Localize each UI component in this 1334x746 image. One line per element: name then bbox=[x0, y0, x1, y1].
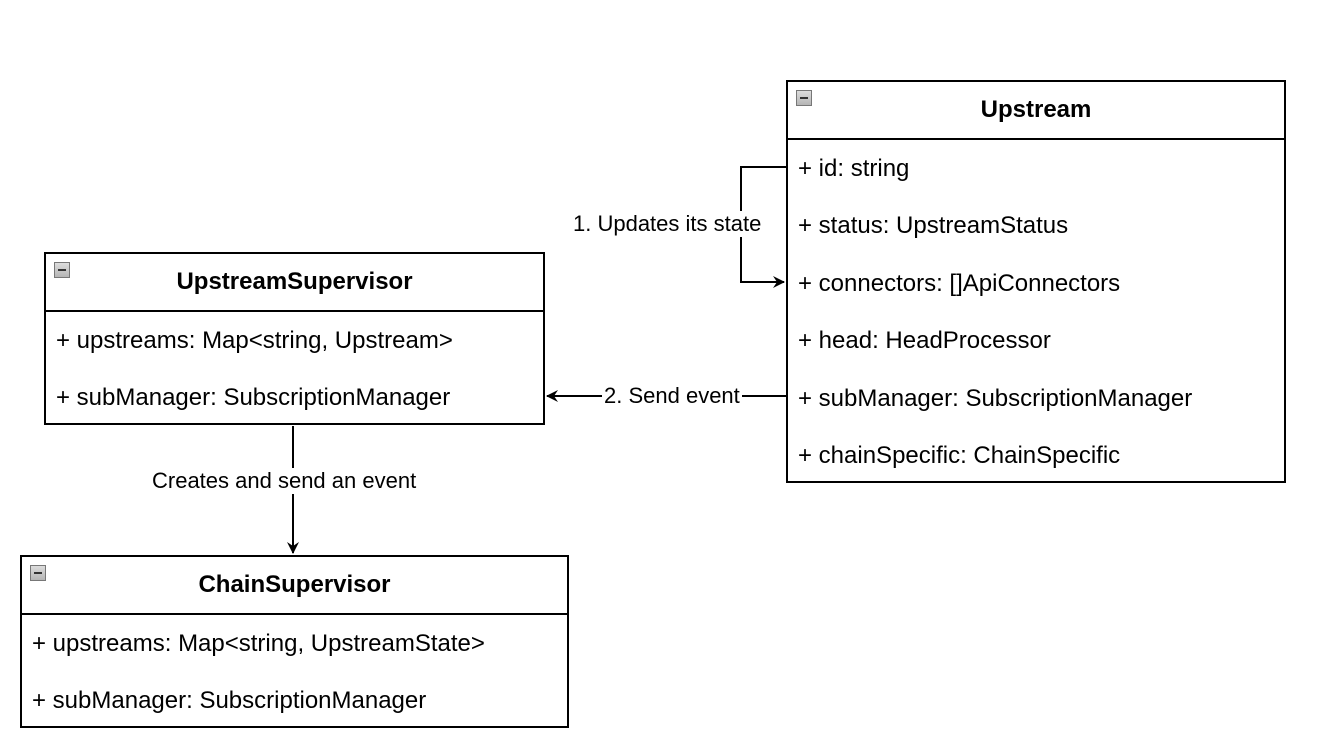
class-upstream-supervisor[interactable]: UpstreamSupervisor + upstreams: Map<stri… bbox=[44, 252, 545, 425]
field-submanager: + subManager: SubscriptionManager bbox=[56, 384, 451, 412]
edge-label-send-event: 2. Send event bbox=[602, 383, 742, 409]
class-upstream-supervisor-title: UpstreamSupervisor bbox=[176, 268, 413, 295]
class-upstream[interactable]: Upstream + id: string + status: Upstream… bbox=[786, 80, 1286, 483]
field-id: + id: string bbox=[798, 155, 910, 182]
class-chain-supervisor[interactable]: ChainSupervisor + upstreams: Map<string,… bbox=[20, 555, 569, 728]
class-upstream-title: Upstream bbox=[980, 96, 1092, 123]
collapse-icon[interactable] bbox=[54, 262, 70, 278]
field-status: + status: UpstreamStatus bbox=[798, 212, 1069, 240]
field-submanager: + subManager: SubscriptionManager bbox=[798, 384, 1193, 412]
field-chainspecific: + chainSpecific: ChainSpecific bbox=[798, 441, 1121, 469]
class-chain-supervisor-header: ChainSupervisor bbox=[22, 557, 567, 615]
class-upstream-header: Upstream bbox=[788, 82, 1284, 140]
edge-label-creates-and-send: Creates and send an event bbox=[150, 468, 419, 494]
field-head: + head: HeadProcessor bbox=[798, 327, 1051, 355]
class-chain-supervisor-title: ChainSupervisor bbox=[198, 571, 391, 598]
class-upstream-supervisor-header: UpstreamSupervisor bbox=[46, 254, 543, 312]
field-submanager: + subManager: SubscriptionManager bbox=[32, 687, 427, 715]
field-connectors: + connectors: []ApiConnectors bbox=[798, 269, 1121, 297]
field-upstreams: + upstreams: Map<string, Upstream> bbox=[56, 327, 453, 354]
edge-label-updates-state: 1. Updates its state bbox=[571, 211, 764, 237]
collapse-icon[interactable] bbox=[796, 90, 812, 106]
field-upstreams: + upstreams: Map<string, UpstreamState> bbox=[32, 630, 485, 657]
collapse-icon[interactable] bbox=[30, 565, 46, 581]
